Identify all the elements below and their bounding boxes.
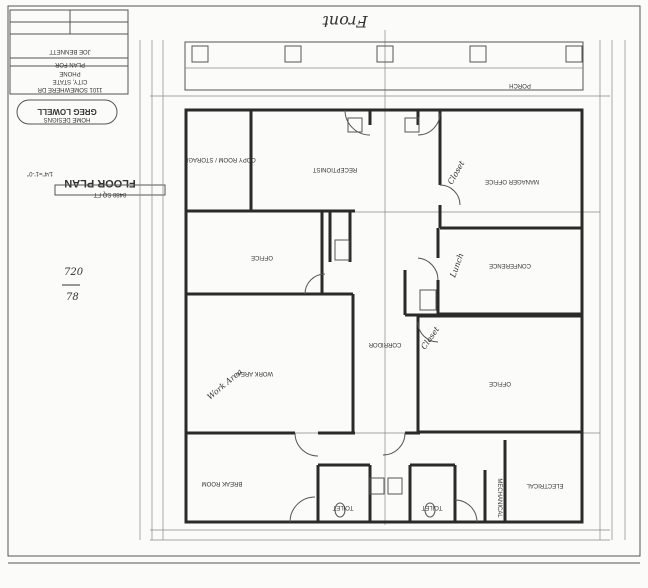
handwritten-note: 720 (64, 267, 84, 278)
fixtures (334, 117, 437, 518)
sheet-border (7, 5, 641, 557)
doors (289, 109, 478, 523)
title-block: JOE BENNETT PLAN FOR PHONE CITY, STATE 1… (9, 9, 129, 125)
front-note: Front (322, 12, 369, 31)
plan-title: FLOOR PLAN (64, 177, 136, 189)
room-label-corridor: CORRIDOR (368, 341, 401, 347)
room-label-work-area: WORK AREA (237, 370, 273, 376)
room-label-toilet: TOILET (421, 504, 442, 510)
room-label-receptionist: RECEPTIONIST (312, 166, 357, 172)
dimension-lines (139, 30, 626, 541)
room-label-conference: CONFERENCE (489, 262, 531, 268)
room-label-electrical: ELECTRICAL (526, 482, 564, 488)
room-labels: COPY ROOM / STORAGE RECEPTIONIST MANAGER… (184, 156, 563, 518)
company-sub: HOME DESIGNS (44, 116, 91, 122)
room-label-office: OFFICE (251, 254, 273, 260)
company-logo (16, 99, 118, 125)
scale-label: 1/4"=1'-0" (27, 170, 53, 176)
room-label-mechanical: MECHANICAL (496, 478, 502, 518)
room-label-break-room: BREAK ROOM (202, 480, 243, 486)
porch: PORCH (184, 41, 584, 91)
room-label-office: OFFICE (489, 380, 511, 386)
room-label-toilet: TOILET (332, 504, 353, 510)
interior-walls (186, 110, 582, 522)
client-name: JOE BENNETT (49, 48, 91, 54)
porch-label: PORCH (509, 82, 531, 88)
room-label-copy-room: COPY ROOM / STORAGE (184, 156, 255, 162)
project-label: PLAN FOR (54, 61, 85, 67)
area-note: 8488 SQ FT (93, 191, 126, 197)
company-name: GREG LOWELL (37, 107, 97, 116)
handwritten-note: 78 (66, 292, 79, 303)
address-line: PHONE (59, 70, 80, 76)
address-line: CITY, STATE (53, 78, 88, 84)
room-label-manager-office: MANAGER OFFICE (485, 178, 539, 184)
address-line: 1101 SOMEWHERE DR (37, 86, 103, 92)
